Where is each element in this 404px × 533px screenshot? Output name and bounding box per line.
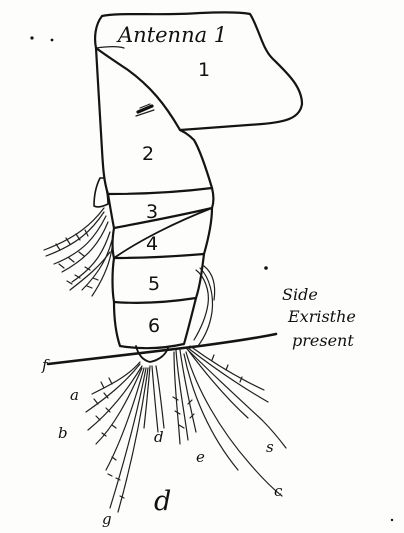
- segment-3-label: 3: [146, 201, 158, 223]
- seta-label-c: c: [274, 482, 283, 500]
- segment-5-label: 5: [148, 273, 160, 295]
- segment-1-label: 1: [198, 59, 210, 81]
- seta-label-s: s: [266, 438, 274, 456]
- seta-e: [173, 350, 196, 444]
- ink-speck: [30, 36, 33, 39]
- panel-letter: d: [154, 486, 171, 517]
- annotation-line-2: Exristhe: [287, 307, 356, 326]
- ink-speck: [391, 519, 393, 521]
- segment-2-label: 2: [142, 143, 154, 165]
- annotation-line-1: Side: [282, 285, 318, 304]
- segment-4-label: 4: [146, 233, 158, 255]
- seta-label-d: d: [154, 428, 164, 446]
- segment-6-label: 6: [148, 315, 160, 337]
- segment-2-outline: [96, 48, 212, 194]
- segment-4-outline: [113, 208, 213, 258]
- seta-label-e: e: [196, 448, 205, 466]
- side-bristle: [48, 334, 276, 364]
- ink-speck: [264, 266, 268, 270]
- ink-speck: [51, 39, 54, 42]
- seta-label-g: g: [102, 510, 112, 528]
- left-setae-cluster: [44, 208, 112, 296]
- right-setae: [184, 346, 286, 496]
- seta-label-b: b: [58, 424, 68, 442]
- annotation-line-3: present: [292, 331, 354, 350]
- seta-label-a: a: [70, 386, 79, 404]
- figure-title: Antenna 1: [116, 23, 227, 47]
- lower-left-setae: [86, 362, 148, 512]
- segment-4-divider: [114, 208, 212, 258]
